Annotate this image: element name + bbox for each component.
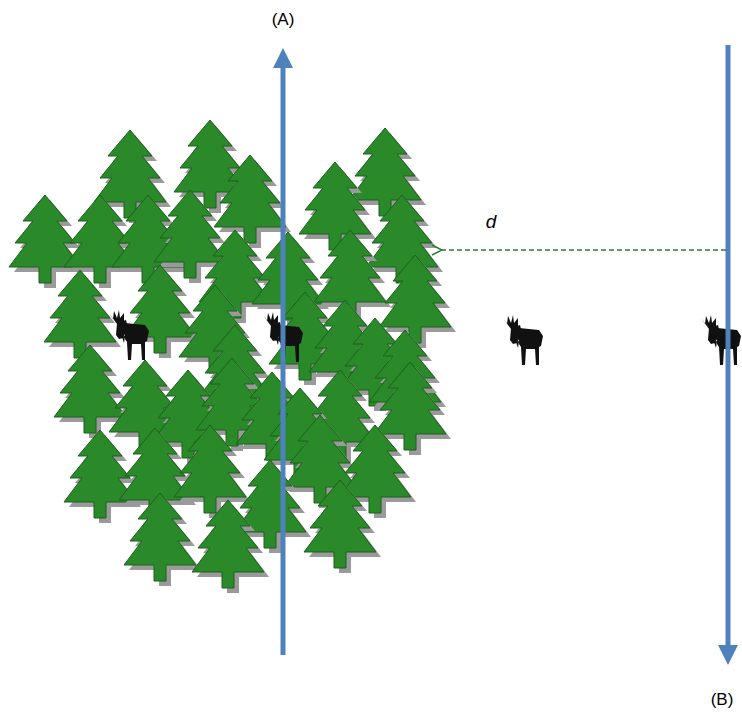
moose-figures bbox=[109, 310, 741, 365]
transect-arrow bbox=[281, 58, 286, 655]
transect-arrow bbox=[726, 45, 731, 655]
distance-line bbox=[442, 249, 726, 251]
tree-cluster bbox=[9, 120, 456, 593]
transect-label: (B) bbox=[711, 691, 734, 710]
distance-label: d bbox=[486, 212, 497, 233]
transect-label: (A) bbox=[272, 11, 295, 30]
